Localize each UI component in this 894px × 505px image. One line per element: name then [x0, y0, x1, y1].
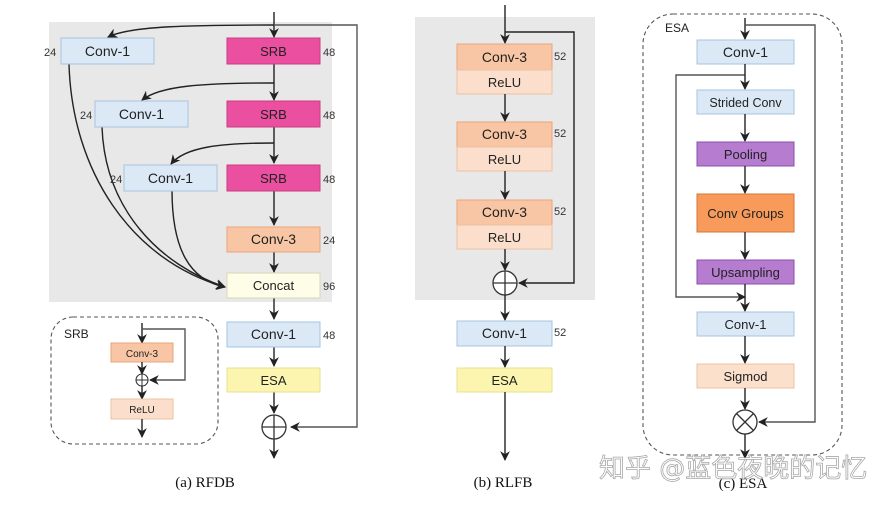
block-label: ReLU [488, 230, 521, 245]
esa-multiply-icon [732, 409, 758, 435]
esa-title: ESA [665, 21, 689, 35]
block-label: Concat [253, 278, 295, 293]
block-label: Upsampling [711, 265, 780, 280]
esa-residual-connection [675, 74, 746, 302]
srb-detail-title: SRB [64, 327, 89, 341]
esa-dashed-border [642, 13, 843, 456]
block-label: SRB [260, 107, 287, 122]
rfdb-panel: SRB 48 SRB 48 SRB 48 Conv-1 24 Conv-1 24… [44, 12, 358, 491]
channel-count: 24 [80, 110, 92, 122]
esa-step-upsampling: Upsampling [696, 259, 795, 285]
block-label: Sigmod [723, 369, 767, 384]
block-label: Conv-1 [85, 43, 130, 59]
block-label: Conv-1 [725, 317, 767, 332]
rlfb-panel: Conv-3 ReLU 52 Conv-3 ReLU 52 Conv-3 ReL… [415, 5, 595, 491]
block-label: Strided Conv [709, 96, 782, 110]
block-label: Conv-1 [723, 44, 768, 60]
branch-arrow-1 [107, 24, 275, 38]
branch-arrow-3 [170, 142, 275, 165]
block-label: ReLU [129, 405, 155, 416]
esa-skip-connection [745, 24, 816, 427]
block-label: Conv-1 [148, 170, 193, 186]
rfdb-add-icon [261, 414, 287, 440]
block-label: ESA [491, 373, 517, 388]
rlfb-skip-connection [505, 31, 575, 288]
rfdb-esa: ESA [226, 367, 321, 393]
esa-step-pooling: Pooling [696, 141, 795, 167]
block-label: ESA [260, 373, 286, 388]
block-label: Conv-3 [482, 204, 527, 220]
srb-add-icon [135, 373, 149, 387]
channel-count: 52 [554, 51, 566, 63]
rfdb-distill-conv-3: Conv-1 24 [110, 164, 218, 192]
esa-caption: (c) ESA [719, 476, 768, 492]
esa-step-conv1: Conv-1 [696, 39, 795, 65]
channel-count: 96 [323, 281, 335, 293]
rlfb-block-1: Conv-3 ReLU 52 [456, 43, 566, 95]
block-label: ReLU [488, 75, 521, 90]
watermark-text: 知乎 @蓝色夜晚的记忆 [599, 454, 867, 484]
block-label: Conv-3 [251, 231, 296, 247]
rfdb-caption: (a) RFDB [175, 475, 235, 491]
channel-count: 52 [554, 327, 566, 339]
rfdb-distill-conv-2: Conv-1 24 [80, 100, 189, 128]
concat-curve-3 [171, 189, 226, 291]
srb-skip-connection [142, 328, 186, 385]
branch-arrow-2 [141, 82, 275, 101]
concat-curve-1 [68, 63, 226, 290]
esa-step-strided-conv: Strided Conv [696, 89, 795, 115]
rlfb-esa: ESA [456, 367, 553, 393]
esa-step-sigmod: Sigmod [696, 363, 795, 389]
channel-count: 52 [554, 206, 566, 218]
rfdb-background [49, 22, 332, 302]
rlfb-block-2: Conv-3 ReLU 52 [456, 121, 566, 172]
block-label: Conv-3 [126, 349, 159, 360]
block-label: Conv-1 [251, 326, 296, 342]
channel-count: 24 [323, 235, 335, 247]
rlfb-caption: (b) RLFB [474, 475, 533, 491]
rfdb-srb-1: SRB 48 [226, 37, 335, 65]
esa-step-conv1-out: Conv-1 [696, 311, 795, 337]
block-label: ReLU [488, 152, 521, 167]
channel-count: 52 [554, 128, 566, 140]
block-label: Conv-3 [482, 49, 527, 65]
esa-step-conv-groups: Conv Groups [696, 193, 795, 233]
rfdb-concat: Concat 96 [226, 272, 335, 299]
rlfb-block-3: Conv-3 ReLU 52 [456, 199, 566, 250]
rfdb-skip-connection [274, 24, 358, 432]
channel-count: 48 [323, 174, 335, 186]
srb-detail: SRB Conv-3 ReLU [50, 316, 219, 445]
rfdb-srb-2: SRB 48 [226, 100, 335, 128]
channel-count: 24 [44, 47, 56, 59]
block-label: SRB [260, 171, 287, 186]
block-label: Conv-1 [482, 325, 527, 341]
channel-count: 48 [323, 110, 335, 122]
block-label: Conv-3 [482, 126, 527, 142]
channel-count: 48 [323, 330, 335, 342]
rfdb-distill-conv-1: Conv-1 24 [44, 37, 155, 65]
rlfb-conv1: Conv-1 52 [456, 320, 566, 347]
block-label: SRB [260, 44, 287, 59]
rfdb-conv3: Conv-3 24 [226, 226, 335, 253]
channel-count: 24 [110, 174, 122, 186]
rlfb-add-icon [492, 270, 518, 296]
channel-count: 48 [323, 47, 335, 59]
esa-panel: ESA Conv-1 Strided Conv Pooling Conv Gro… [642, 13, 843, 492]
block-label: Conv Groups [707, 206, 784, 221]
rfdb-srb-3: SRB 48 [226, 164, 335, 192]
rfdb-conv1: Conv-1 48 [226, 321, 335, 348]
block-label: Pooling [724, 147, 767, 162]
block-label: Conv-1 [119, 106, 164, 122]
